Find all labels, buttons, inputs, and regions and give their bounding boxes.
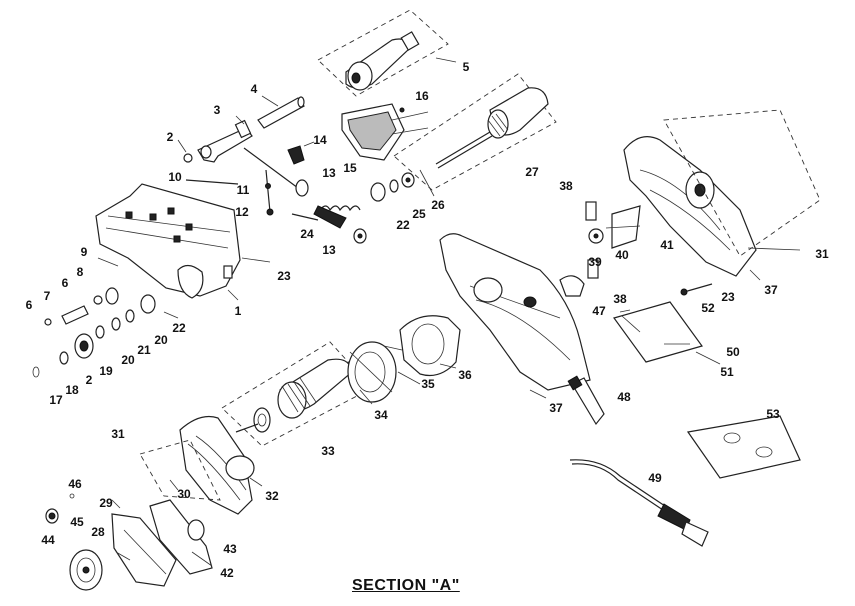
part-label-17: 17 bbox=[49, 393, 63, 407]
part-label-43: 43 bbox=[223, 542, 237, 556]
part-label-19: 19 bbox=[99, 364, 113, 378]
part-label-11: 11 bbox=[236, 183, 250, 197]
part-label-33: 33 bbox=[321, 444, 335, 458]
gear-stack-17-22 bbox=[32, 294, 156, 378]
part-label-1: 1 bbox=[234, 304, 242, 318]
part-label-29: 29 bbox=[99, 496, 113, 510]
leader-lines bbox=[97, 169, 801, 567]
part-label-41: 41 bbox=[660, 238, 674, 252]
part-label-40: 40 bbox=[615, 248, 629, 262]
part-label-47: 47 bbox=[592, 304, 606, 318]
part-label-37-right: 37 bbox=[764, 283, 778, 297]
part-label-45: 45 bbox=[70, 515, 84, 529]
part-label-22-lower: 22 bbox=[172, 321, 186, 335]
part-label-49: 49 bbox=[648, 471, 662, 485]
part-label-3: 3 bbox=[213, 103, 221, 117]
part-label-7: 7 bbox=[43, 289, 51, 303]
shaft-4 bbox=[257, 95, 305, 129]
part-label-25: 25 bbox=[412, 207, 426, 221]
part-label-14: 14 bbox=[313, 133, 327, 147]
switch-housing-15 bbox=[341, 103, 429, 161]
baffle-ring-34 bbox=[347, 341, 397, 403]
part-label-6: 6 bbox=[61, 276, 69, 290]
part-label-44: 44 bbox=[41, 533, 55, 547]
blade-guard-32 bbox=[139, 415, 255, 515]
part-label-20-lower: 20 bbox=[121, 353, 135, 367]
small-parts-10-11-12 bbox=[185, 147, 299, 216]
part-label-13-lower: 13 bbox=[322, 243, 336, 257]
part-label-30: 30 bbox=[177, 487, 191, 501]
part-label-32: 32 bbox=[265, 489, 279, 503]
part-label-34: 34 bbox=[374, 408, 388, 422]
part-label-31: 31 bbox=[815, 247, 829, 261]
part-label-24: 24 bbox=[300, 227, 314, 241]
washers-22-25-26 bbox=[370, 172, 415, 202]
part-label-13: 13 bbox=[322, 166, 336, 180]
part-label-12: 12 bbox=[235, 205, 249, 219]
part-label-10: 10 bbox=[168, 170, 182, 184]
part-label-4: 4 bbox=[250, 82, 258, 96]
lower-parts-28-46 bbox=[45, 493, 213, 591]
part-label-23: 23 bbox=[277, 269, 291, 283]
part-label-20: 20 bbox=[154, 333, 168, 347]
part-label-35: 35 bbox=[421, 377, 435, 391]
part-label-46: 46 bbox=[68, 477, 82, 491]
part-label-27: 27 bbox=[525, 165, 539, 179]
part-label-31-lower: 31 bbox=[111, 427, 125, 441]
part-label-37-center: 37 bbox=[549, 401, 563, 415]
spring-24 bbox=[291, 179, 367, 244]
part-label-38: 38 bbox=[559, 179, 573, 193]
power-cord-49 bbox=[569, 459, 709, 547]
part-label-36: 36 bbox=[458, 368, 472, 382]
knob-14 bbox=[287, 141, 315, 165]
part-label-21: 21 bbox=[137, 343, 151, 357]
motor-housing-37-right bbox=[623, 109, 821, 277]
part-label-2-lower: 2 bbox=[85, 373, 93, 387]
part-label-2: 2 bbox=[166, 130, 174, 144]
base-plate-53 bbox=[686, 415, 801, 479]
part-label-23-right: 23 bbox=[721, 290, 735, 304]
part-label-42: 42 bbox=[220, 566, 234, 580]
part-label-26: 26 bbox=[431, 198, 445, 212]
part-label-53: 53 bbox=[766, 407, 780, 421]
part-label-8: 8 bbox=[76, 265, 84, 279]
switch-48 bbox=[567, 375, 605, 426]
part-label-48: 48 bbox=[617, 390, 631, 404]
motor-assembly-5 bbox=[317, 9, 457, 97]
brush-parts-38-41 bbox=[559, 201, 641, 297]
bracket-50-51-52 bbox=[613, 283, 721, 365]
gear-shaft-6-7-8 bbox=[44, 287, 119, 326]
part-label-6-left: 6 bbox=[25, 298, 33, 312]
lever-bracket-3 bbox=[197, 115, 253, 163]
part-label-50: 50 bbox=[726, 345, 740, 359]
part-label-18: 18 bbox=[65, 383, 79, 397]
part-label-22: 22 bbox=[396, 218, 410, 232]
handle-housing-37-center bbox=[439, 233, 591, 391]
armature-27 bbox=[393, 73, 557, 191]
pin-2-top bbox=[177, 139, 193, 163]
part-label-52: 52 bbox=[701, 301, 715, 315]
part-label-39: 39 bbox=[588, 255, 602, 269]
part-label-5: 5 bbox=[462, 60, 470, 74]
part-label-51: 51 bbox=[720, 365, 734, 379]
part-label-38-lower: 38 bbox=[613, 292, 627, 306]
part-label-9: 9 bbox=[80, 245, 88, 259]
part-label-16: 16 bbox=[415, 89, 429, 103]
section-title: SECTION "A" bbox=[352, 577, 460, 594]
armature-33 bbox=[221, 341, 373, 447]
gear-housing-1 bbox=[95, 183, 241, 299]
part-label-15: 15 bbox=[343, 161, 357, 175]
part-label-28: 28 bbox=[91, 525, 105, 539]
field-housing-36 bbox=[383, 315, 461, 377]
